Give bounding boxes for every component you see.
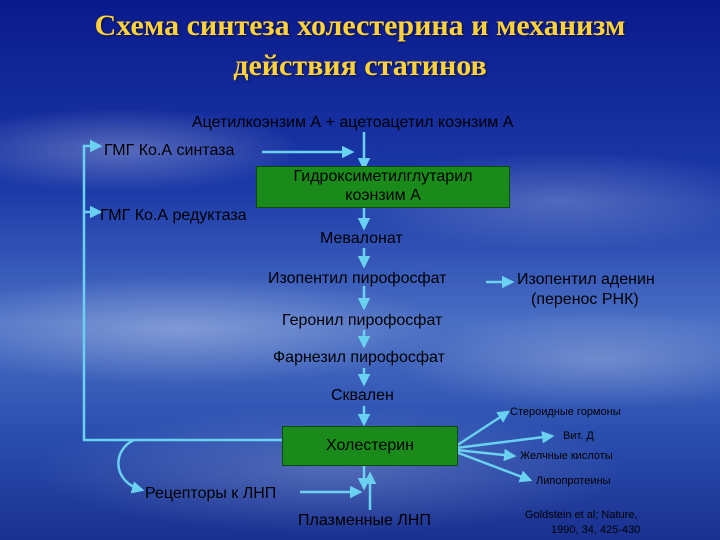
- citation-line-1: Goldstein et al; Nature,: [525, 509, 638, 521]
- node-hmg-reductase: ГМГ Ко.А редуктаза: [100, 207, 247, 224]
- node-steroid-hormones: Стероидные гормоны: [510, 406, 621, 418]
- node-acetyl-coa: Ацетилкоэнзим А + ацетоацетил коэнзим А: [192, 114, 514, 131]
- node-squalene: Сквален: [331, 387, 394, 404]
- arrow-to-bile-acids: [455, 448, 517, 462]
- citation-line-2: 1990, 34, 425-430: [551, 524, 641, 536]
- node-vit-d: Вит. Д: [563, 430, 594, 442]
- node-hmg-synthase: ГМГ Ко.А синтаза: [104, 142, 235, 159]
- arrow-to-vit-d: [455, 431, 555, 450]
- arrow-to-lipoproteins: [455, 450, 533, 483]
- node-hmg-coa-box: Гидроксиметилглутарил коэнзим А: [256, 166, 510, 208]
- title-line-2: действия статинов: [233, 49, 487, 82]
- node-hmg-coa-line-2: коэнзим А: [345, 187, 421, 204]
- node-bile-acids: Желчные кислоты: [520, 450, 613, 462]
- node-isopentenyl-adenine-line-1: Изопентил аденин: [517, 271, 655, 288]
- node-isopentenyl-adenine-line-2: (перенос РНК): [531, 291, 639, 308]
- node-cholesterol-box: Холестерин: [282, 426, 458, 466]
- arrow-to-steroid-hormones: [455, 410, 511, 448]
- node-geranyl-pp: Геронил пирофосфат: [282, 312, 443, 329]
- node-plasma-ldl: Плазменные ЛНП: [298, 512, 431, 529]
- node-ldl-receptors: Рецепторы к ЛНП: [145, 485, 277, 502]
- node-farnesyl-pp: Фарнезил пирофосфат: [273, 349, 445, 366]
- node-mevalonate: Мевалонат: [320, 230, 403, 247]
- node-isopentenyl-pp: Изопентил пирофосфат: [268, 270, 447, 287]
- page-title: Схема синтеза холестерина и механизм дей…: [0, 6, 720, 86]
- title-line-1: Схема синтеза холестерина и механизм: [94, 9, 626, 42]
- node-cholesterol: Холестерин: [326, 437, 414, 454]
- node-lipoproteins: Липопротеины: [536, 475, 611, 487]
- feedback-loop-line: [82, 139, 282, 442]
- curve-to-ldl-receptors: [117, 438, 145, 494]
- node-hmg-coa-line-1: Гидроксиметилглутарил: [293, 168, 473, 185]
